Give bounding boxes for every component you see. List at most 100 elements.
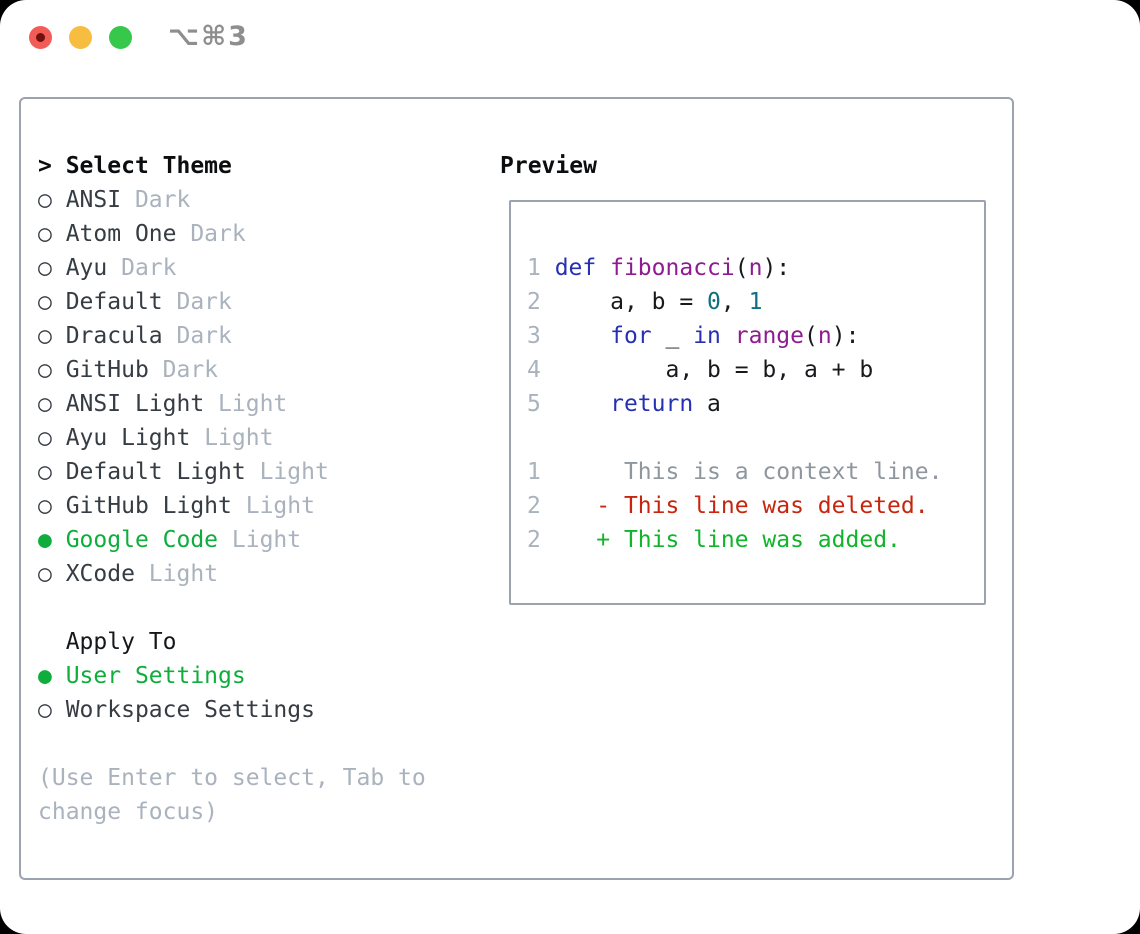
select-theme-header: > Select Theme bbox=[38, 149, 426, 183]
theme-variant: Dark bbox=[162, 289, 232, 315]
code-token: ( bbox=[734, 255, 749, 281]
spacer bbox=[38, 591, 426, 625]
theme-name: Ayu bbox=[51, 255, 108, 281]
theme-option-google-code-light[interactable]: ● Google Code Light bbox=[38, 523, 426, 557]
code-token: range bbox=[734, 323, 804, 349]
diff-text: - This line was deleted. bbox=[540, 493, 929, 519]
radio-icon: ○ bbox=[38, 459, 52, 485]
theme-option-default-light-light[interactable]: ○ Default Light Light bbox=[38, 455, 426, 489]
theme-name: Atom One bbox=[51, 221, 177, 247]
apply-option-user-settings[interactable]: ● User Settings bbox=[38, 659, 426, 693]
theme-variant: Dark bbox=[121, 187, 191, 213]
code-token: ): bbox=[831, 323, 860, 349]
code-token bbox=[555, 391, 610, 417]
theme-variant: Dark bbox=[176, 221, 246, 247]
hint-text-line-1: (Use Enter to select, Tab to bbox=[38, 765, 426, 791]
preview-label: Preview bbox=[500, 153, 597, 179]
theme-variant: Light bbox=[218, 527, 302, 553]
diff-text: This is a context line. bbox=[540, 459, 943, 485]
theme-name: Google Code bbox=[51, 527, 219, 553]
theme-option-xcode-light[interactable]: ○ XCode Light bbox=[38, 557, 426, 591]
radio-icon: ○ bbox=[38, 221, 52, 247]
hint-text-line-2: change focus) bbox=[38, 799, 219, 825]
code-line: 4 a, b = b, a + b bbox=[527, 353, 942, 387]
theme-option-ayu-dark[interactable]: ○ Ayu Dark bbox=[38, 251, 426, 285]
spacer bbox=[38, 727, 426, 761]
theme-name: Default Light bbox=[51, 459, 246, 485]
theme-option-atom-one-dark[interactable]: ○ Atom One Dark bbox=[38, 217, 426, 251]
theme-variant: Light bbox=[231, 493, 315, 519]
theme-option-github-light-light[interactable]: ○ GitHub Light Light bbox=[38, 489, 426, 523]
code-token: def bbox=[554, 255, 597, 281]
theme-name: ANSI bbox=[51, 187, 122, 213]
apply-option-workspace-settings[interactable]: ○ Workspace Settings bbox=[38, 693, 426, 727]
diff-line-context: 1 This is a context line. bbox=[527, 455, 942, 489]
code-token: return bbox=[610, 391, 694, 417]
prompt-icon: > bbox=[38, 153, 52, 179]
theme-option-github-dark[interactable]: ○ GitHub Dark bbox=[38, 353, 426, 387]
line-number: 5 bbox=[527, 391, 555, 417]
line-number: 2 bbox=[527, 493, 541, 519]
theme-name: Dracula bbox=[51, 323, 163, 349]
code-token: , bbox=[720, 289, 749, 315]
code-token: n bbox=[817, 323, 832, 349]
apply-option-label: User Settings bbox=[51, 663, 246, 689]
code-token: in bbox=[693, 323, 721, 349]
theme-option-ansi-dark[interactable]: ○ ANSI Dark bbox=[38, 183, 426, 217]
window-title: ⌥⌘3 bbox=[168, 21, 249, 52]
radio-icon: ○ bbox=[38, 561, 52, 587]
radio-icon: ○ bbox=[38, 697, 52, 723]
code-token: 1 bbox=[748, 289, 763, 315]
line-number: 2 bbox=[527, 527, 541, 553]
diff-text: + This line was added. bbox=[540, 527, 901, 553]
apply-to-header: Apply To bbox=[38, 625, 426, 659]
theme-name: Default bbox=[51, 289, 163, 315]
line-number: 4 bbox=[527, 357, 555, 383]
line-number: 1 bbox=[527, 255, 555, 281]
code-token: ): bbox=[762, 255, 791, 281]
code-line: 1 def fibonacci(n): bbox=[527, 251, 942, 285]
code-token: for bbox=[610, 323, 652, 349]
theme-picker-panel: > Select Theme○ ANSI Dark○ Atom One Dark… bbox=[19, 97, 1014, 880]
theme-name: GitHub Light bbox=[51, 493, 232, 519]
code-token bbox=[721, 323, 735, 349]
radio-selected-icon: ● bbox=[38, 527, 52, 553]
code-line: 3 for _ in range(n): bbox=[527, 319, 942, 353]
radio-selected-icon: ● bbox=[38, 663, 52, 689]
titlebar: ⌥⌘3 bbox=[0, 0, 1140, 75]
code-token bbox=[555, 323, 610, 349]
code-token: a bbox=[693, 391, 721, 417]
code-token: 0 bbox=[707, 289, 721, 315]
theme-option-dracula-dark[interactable]: ○ Dracula Dark bbox=[38, 319, 426, 353]
theme-list: > Select Theme○ ANSI Dark○ Atom One Dark… bbox=[38, 149, 426, 829]
theme-name: XCode bbox=[51, 561, 135, 587]
radio-icon: ○ bbox=[38, 187, 52, 213]
radio-icon: ○ bbox=[38, 255, 52, 281]
theme-option-ayu-light-light[interactable]: ○ Ayu Light Light bbox=[38, 421, 426, 455]
radio-icon: ○ bbox=[38, 391, 52, 417]
theme-option-ansi-light-light[interactable]: ○ ANSI Light Light bbox=[38, 387, 426, 421]
code-token bbox=[596, 255, 610, 281]
code-token: a, b = bbox=[554, 289, 708, 315]
code-line: 2 a, b = 0, 1 bbox=[527, 285, 942, 319]
radio-icon: ○ bbox=[38, 357, 52, 383]
theme-option-default-dark[interactable]: ○ Default Dark bbox=[38, 285, 426, 319]
theme-variant: Dark bbox=[107, 255, 177, 281]
code-token: _ bbox=[651, 323, 694, 349]
minimize-button[interactable] bbox=[69, 26, 92, 49]
zoom-button[interactable] bbox=[109, 26, 132, 49]
theme-variant: Light bbox=[134, 561, 219, 587]
select-theme-label: Select Theme bbox=[51, 153, 232, 179]
line-number: 1 bbox=[527, 459, 541, 485]
apply-to-label: Apply To bbox=[38, 629, 177, 655]
radio-icon: ○ bbox=[38, 493, 52, 519]
diff-line-deleted: 2 - This line was deleted. bbox=[527, 489, 942, 523]
line-number: 2 bbox=[527, 289, 555, 315]
theme-variant: Light bbox=[204, 391, 288, 417]
close-button[interactable] bbox=[29, 26, 52, 49]
theme-name: ANSI Light bbox=[51, 391, 205, 417]
theme-variant: Dark bbox=[148, 357, 219, 383]
